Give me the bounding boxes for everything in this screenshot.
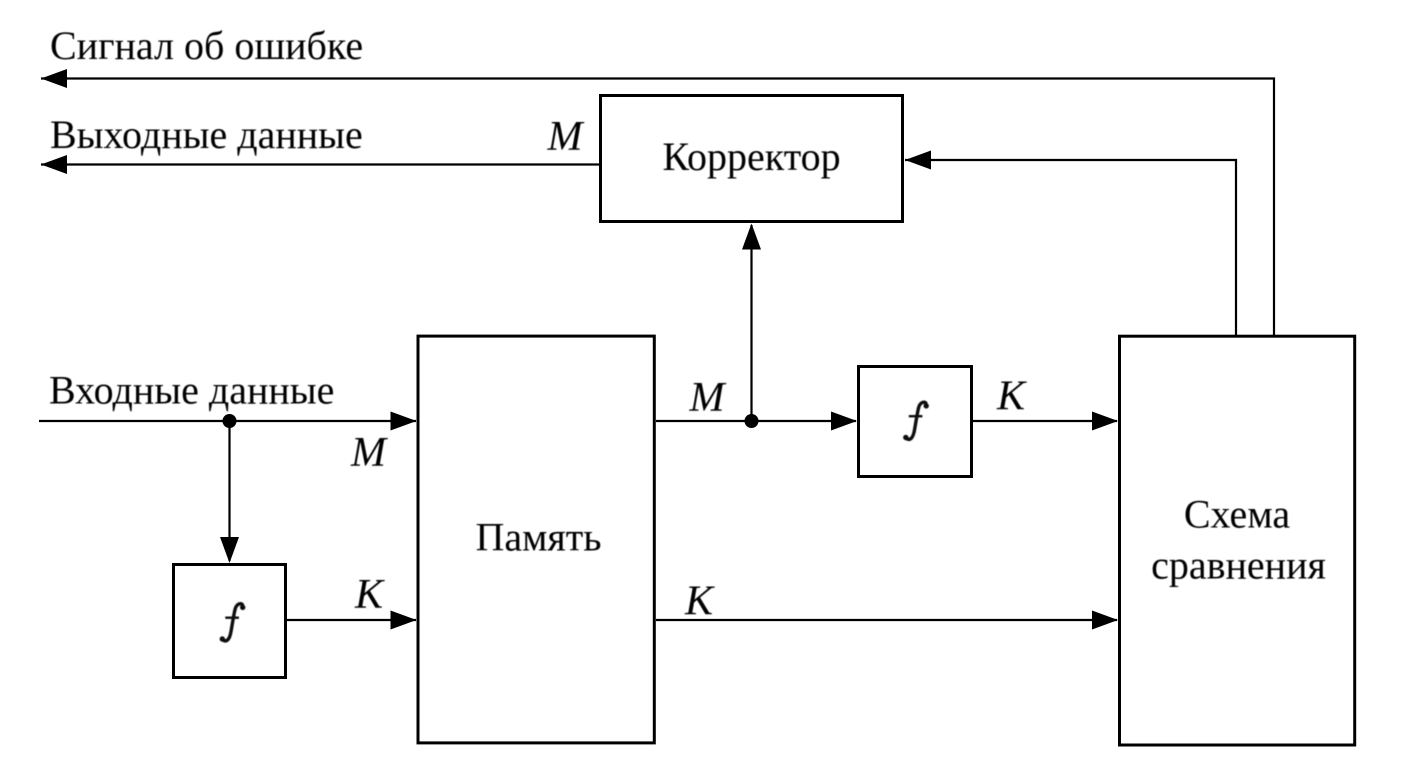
- svg-text:K: K: [996, 374, 1027, 420]
- svg-text:Выходные данные: Выходные данные: [50, 112, 363, 157]
- svg-text:сравнения: сравнения: [1151, 543, 1326, 588]
- svg-text:M: M: [547, 114, 585, 160]
- svg-text:Входные данные: Входные данные: [49, 368, 334, 413]
- svg-text:Сигнал об ошибке: Сигнал об ошибке: [50, 23, 363, 68]
- svg-text:Память: Память: [475, 515, 601, 560]
- svg-text:Корректор: Корректор: [662, 134, 840, 179]
- svg-text:Схема: Схема: [1184, 492, 1290, 537]
- svg-text:K: K: [684, 579, 715, 625]
- svg-text:K: K: [354, 572, 385, 618]
- svg-text:M: M: [350, 430, 388, 476]
- svg-text:M: M: [689, 375, 727, 421]
